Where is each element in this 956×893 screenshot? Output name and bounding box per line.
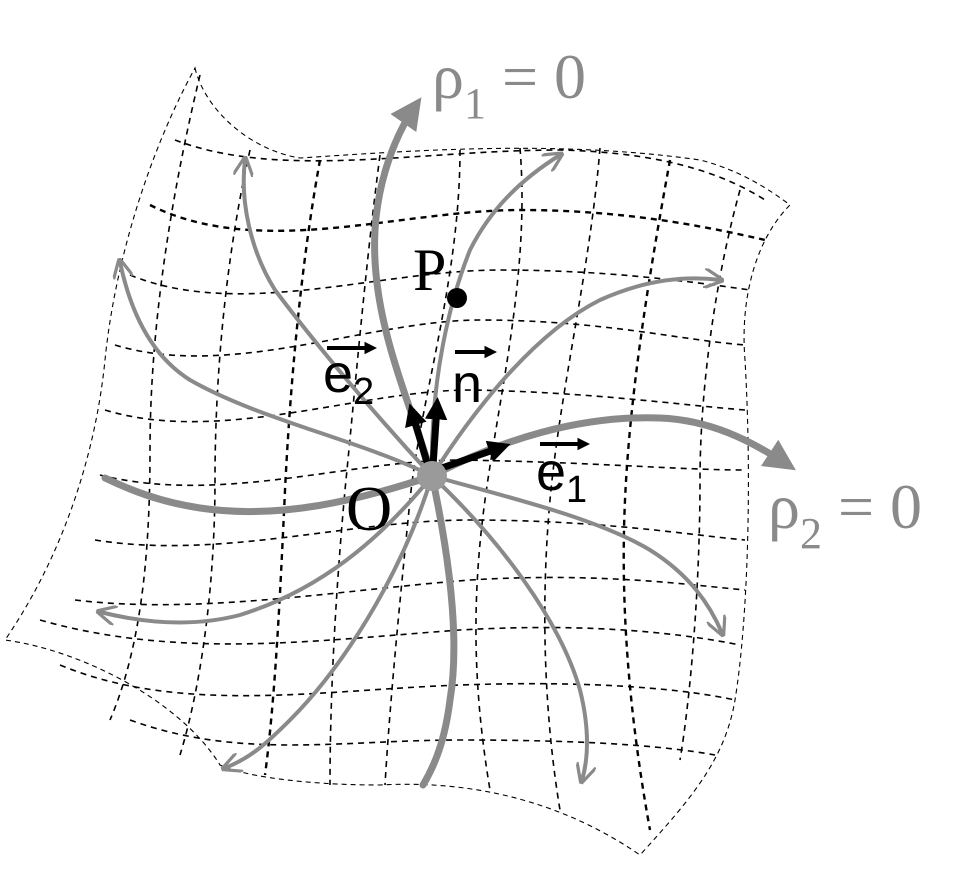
label-rho1-zero: ρ1 = 0 (432, 41, 586, 128)
label-e2: e2 (323, 341, 378, 413)
label-rho2-zero: ρ2 = 0 (768, 471, 922, 558)
label-n: n (452, 345, 498, 414)
label-e1: e1 (536, 437, 591, 511)
vector-e2-arrow (405, 403, 432, 467)
geodesic-left-heavy (101, 472, 436, 516)
svg-text:n: n (452, 354, 482, 414)
basis-vectors (405, 397, 511, 474)
geodesic-curves (100, 97, 796, 789)
svg-text:e2: e2 (323, 344, 374, 413)
grid-rows (39, 139, 766, 756)
vector-n-arrow (424, 397, 448, 467)
surface-boundary (4, 66, 791, 856)
vector-e1-arrow (434, 440, 511, 474)
origin-dot (417, 461, 447, 491)
label-origin: O (346, 473, 392, 544)
svg-text:e1: e1 (536, 442, 587, 511)
geodesic-down-heavy (419, 472, 458, 789)
point-p-dot (447, 288, 467, 308)
geodesic-through-p (429, 155, 560, 478)
geodesic-rho2-zero (428, 414, 796, 480)
label-point-p: P (413, 237, 446, 303)
